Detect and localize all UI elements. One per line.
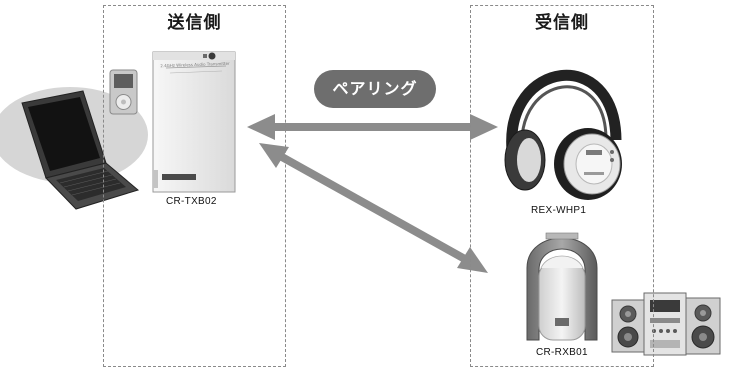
transmitter-label: CR-TXB02 bbox=[166, 196, 217, 207]
stereo-system-icon bbox=[611, 292, 721, 356]
receiver-zone-title: 受信側 bbox=[535, 13, 589, 33]
receiver-device-icon bbox=[526, 232, 598, 341]
transmitter-device-icon bbox=[152, 51, 236, 193]
headphones-device-icon bbox=[504, 69, 622, 200]
receiver-zone: 受信側 bbox=[470, 5, 654, 367]
receiver-label: CR-RXB01 bbox=[536, 347, 588, 358]
sender-zone: 送信側 bbox=[103, 5, 286, 367]
music-player-icon bbox=[109, 69, 138, 115]
pairing-arrow-receiver bbox=[259, 143, 488, 273]
pairing-arrow-headphones bbox=[247, 114, 498, 140]
sender-zone-title: 送信側 bbox=[167, 13, 222, 33]
pairing-badge: ペアリング bbox=[314, 70, 436, 108]
headphones-label: REX-WHP1 bbox=[531, 205, 587, 216]
